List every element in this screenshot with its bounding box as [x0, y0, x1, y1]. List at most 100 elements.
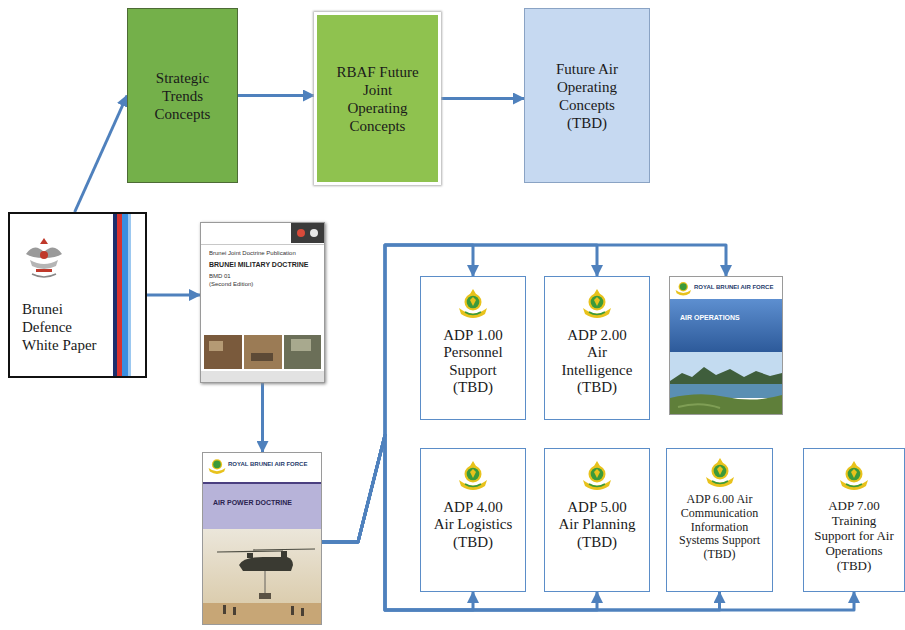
box-label: ADP 6.00 Air Communication Information S…	[677, 493, 762, 562]
flow-arrow	[147, 294, 200, 297]
box-label: ADP 1.00 Personnel Support (TBD)	[433, 327, 513, 396]
rbaf-emblem-part	[467, 296, 480, 309]
rbaf-emblem	[839, 460, 869, 494]
rbaf-emblem-part	[846, 466, 863, 483]
ground-figures	[223, 605, 304, 616]
ground-figures-part	[223, 605, 226, 614]
box-label: ADP 5.00 Air Planning (TBD)	[557, 499, 637, 551]
flow-arrow	[441, 97, 524, 100]
rbaf-emblem-part	[470, 297, 476, 306]
rbaf-emblem-part	[589, 294, 606, 311]
small-emblem-part	[212, 459, 222, 469]
landscape-part	[678, 404, 720, 408]
rbaf-emblem-part	[717, 466, 723, 475]
box-label: ROYAL BRUNEI AIR FORCE	[228, 461, 319, 468]
air-operations-cover	[670, 277, 782, 414]
concept-box: RBAF Future Joint Operating Concepts	[314, 12, 441, 185]
ground-figures-part	[291, 606, 294, 615]
rbaf-emblem-part	[589, 312, 605, 315]
small-emblem-part	[680, 283, 687, 290]
doctrine-cover: ROYAL BRUNEI AIR FORCEAIR POWER DOCTRINE	[202, 452, 322, 625]
box-label: ADP 7.00 Training Support for Air Operat…	[811, 499, 897, 574]
military-doctrine-cover-part	[297, 229, 305, 237]
crest-part	[40, 251, 48, 259]
white-paper-cover-part	[10, 214, 145, 376]
rbaf-emblem-part	[711, 463, 728, 480]
box-label: Strategic Trends Concepts	[146, 69, 219, 123]
helicopter-part	[265, 571, 266, 593]
rbaf-emblem-part	[465, 484, 481, 487]
box-subtext: AIR OPERATIONS	[680, 313, 778, 322]
rbaf-emblem-part	[594, 297, 600, 306]
rbaf-emblem-part	[467, 468, 480, 481]
photo-strip	[204, 335, 321, 369]
publication-box: ADP 7.00 Training Support for Air Operat…	[803, 448, 905, 592]
white-paper-cover-part	[128, 214, 131, 376]
air-power-doctrine-cover-part	[203, 529, 321, 624]
white-paper-cover-part	[122, 214, 128, 376]
rbaf-emblem-part	[583, 308, 611, 318]
box-label: ADP 2.00 Air Intelligence (TBD)	[557, 327, 637, 396]
flow-arrow	[322, 435, 854, 610]
rbaf-emblem-part	[589, 484, 605, 487]
box-subtext: BRUNEI MILITARY DOCTRINE	[209, 261, 316, 269]
photo-strip-part	[251, 353, 273, 361]
rbaf-emblem-part	[594, 461, 600, 466]
helicopter-part	[253, 549, 315, 550]
photo-strip-part	[244, 335, 282, 369]
landscape-part	[670, 394, 782, 414]
air-power-doctrine-cover-part	[203, 603, 321, 624]
helicopter-part	[217, 551, 283, 552]
rbaf-emblem-part	[465, 294, 482, 311]
military-doctrine-cover-part	[310, 229, 318, 237]
rbaf-emblem-part	[712, 481, 728, 484]
rbaf-emblem-part	[470, 461, 476, 466]
helicopter-part	[259, 593, 271, 599]
publication-box: ADP 2.00 Air Intelligence (TBD)	[544, 276, 650, 420]
publication-box: ADP 6.00 Air Communication Information S…	[666, 448, 773, 592]
landscape-part	[670, 367, 782, 385]
small-emblem	[209, 459, 226, 474]
air-power-doctrine-cover	[203, 453, 321, 624]
photo-strip-part	[291, 339, 311, 351]
white-paper-book: Brunei Defence White Paper	[8, 212, 147, 378]
rbaf-emblem-part	[459, 308, 487, 318]
rbaf-emblem	[582, 288, 612, 322]
rbaf-emblem	[705, 457, 735, 491]
white-paper-cover-part	[117, 214, 122, 376]
ground-figures-part	[301, 608, 304, 616]
rbaf-emblem-part	[583, 480, 611, 490]
landscape	[670, 367, 782, 414]
helicopter-part	[247, 553, 253, 558]
crest	[26, 238, 62, 277]
rbaf-emblem-part	[591, 468, 604, 481]
photo-strip-part	[204, 335, 242, 369]
rbaf-emblem-part	[470, 469, 476, 478]
flow-arrow	[75, 96, 127, 213]
flow-arrow	[261, 383, 264, 452]
rbaf-emblem-part	[851, 469, 857, 478]
helicopter-part	[239, 557, 293, 571]
military-doctrine-cover-part	[291, 223, 324, 243]
doctrine-cover: ROYAL BRUNEI AIR FORCEAIR OPERATIONS	[669, 276, 783, 415]
concept-box: Strategic Trends Concepts	[127, 8, 238, 183]
box-subtext: BMD 01	[209, 273, 316, 280]
small-emblem-part	[679, 282, 688, 291]
crest-part	[40, 238, 48, 244]
flow-arrow	[322, 435, 720, 610]
concept-box: Future Air Operating Concepts (TBD)	[524, 8, 650, 183]
rbaf-emblem-part	[470, 289, 476, 294]
box-label: Brunei Defence White Paper	[22, 300, 107, 354]
rbaf-emblem-part	[851, 461, 857, 466]
rbaf-emblem-part	[717, 458, 723, 463]
box-label: Future Air Operating Concepts (TBD)	[543, 60, 631, 132]
publication-box: ADP 4.00 Air Logistics (TBD)	[420, 448, 526, 592]
military-doctrine-cover-part	[201, 223, 324, 382]
photo-strip-part	[284, 335, 321, 369]
rbaf-emblem-part	[706, 477, 734, 487]
rbaf-emblem-part	[465, 466, 482, 483]
photo-strip-part	[209, 341, 223, 351]
box-label: ADP 4.00 Air Logistics (TBD)	[433, 499, 513, 551]
rbaf-emblem-part	[591, 296, 604, 309]
